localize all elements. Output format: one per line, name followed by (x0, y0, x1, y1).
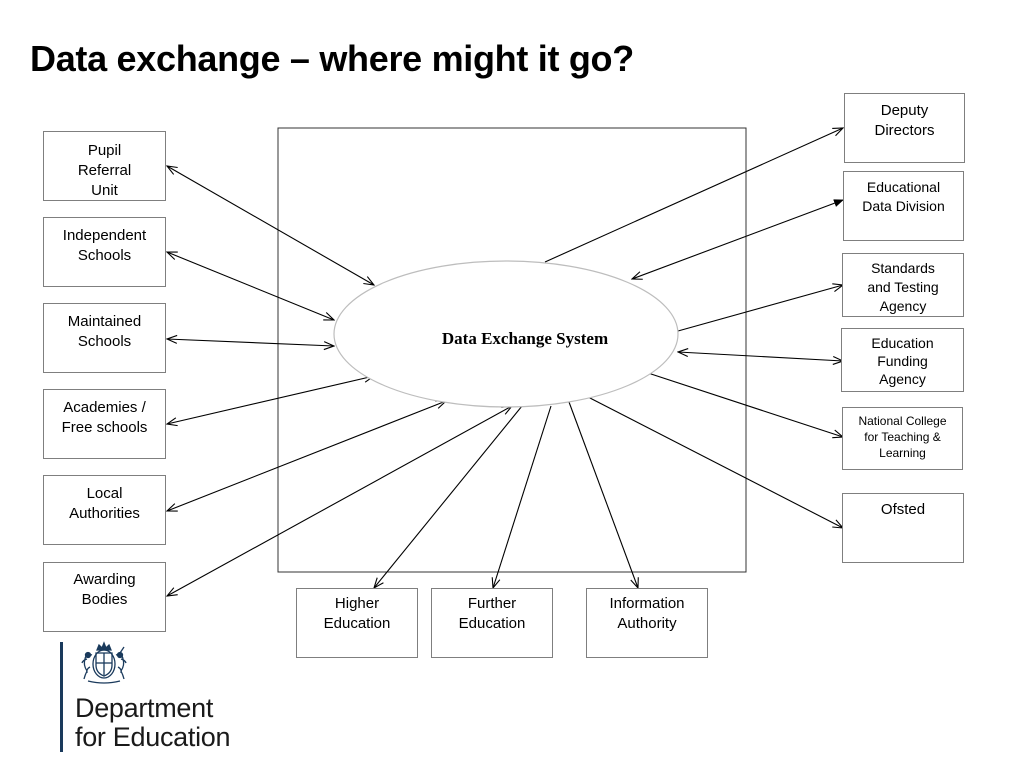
node-label: Agency (879, 371, 926, 387)
node-awarding-bodies: Awarding Bodies (43, 562, 166, 632)
node-educational-data-division: Educational Data Division (843, 171, 964, 241)
node-label: for Teaching & (864, 430, 941, 444)
node-label: Bodies (81, 591, 128, 608)
node-local-authorities: Local Authorities (43, 475, 166, 545)
department-wordmark: Department for Education (75, 693, 231, 752)
node-label: Authorities (69, 505, 140, 522)
node-label: Local (86, 485, 123, 502)
node-label: Education (871, 335, 934, 351)
node-label: Education (458, 615, 526, 632)
node-label: Ofsted (880, 501, 926, 518)
node-label: National College (858, 414, 947, 428)
node-label: Further (467, 595, 517, 612)
node-label: Standards (871, 260, 935, 276)
node-label: Information (609, 595, 685, 612)
node-label: and Testing (867, 279, 939, 295)
node-label: Awarding (73, 571, 136, 588)
node-label: Learning (879, 446, 926, 460)
arrow-standards-testing-agency (677, 285, 843, 332)
node-label: Agency (879, 298, 927, 314)
arrow-local-authorities (167, 401, 446, 511)
node-label: Free schools (61, 419, 148, 436)
arrow-educational-data-division (632, 200, 843, 279)
data-exchange-system-node (333, 260, 679, 408)
node-label: Funding (877, 353, 928, 369)
arrow-further-education (493, 405, 552, 588)
node-label: Academies / (63, 399, 146, 416)
node-label: Directors (874, 122, 935, 139)
arrow-information-authority (568, 401, 638, 588)
node-label: Education (323, 615, 391, 632)
node-higher-education: Higher Education (296, 588, 418, 658)
node-label: Educational (866, 179, 941, 195)
node-academies-free-schools: Academies / Free schools (43, 389, 166, 459)
node-label: Unit (91, 182, 118, 199)
arrow-awarding-bodies (167, 406, 512, 596)
node-standards-testing-agency: Standards and Testing Agency (842, 253, 964, 317)
node-further-education: Further Education (431, 588, 553, 658)
arrow-maintained-schools (167, 339, 334, 346)
arrow-education-funding-agency (678, 352, 843, 361)
node-label: Maintained (67, 313, 142, 330)
node-independent-schools: Independent Schools (43, 217, 166, 287)
arrow-pupil-referral-unit (167, 166, 374, 285)
node-ofsted: Ofsted (842, 493, 964, 563)
slide-title: Data exchange – where might it go? (30, 38, 634, 79)
node-deputy-directors: Deputy Directors (844, 93, 965, 163)
department-name-line-2: for Education (75, 722, 231, 752)
node-label: Authority (617, 615, 677, 632)
arrow-academies-free-schools (167, 376, 374, 424)
arrow-independent-schools (167, 252, 334, 320)
node-education-funding-agency: Education Funding Agency (841, 328, 964, 392)
node-label: Schools (77, 247, 132, 264)
node-label: Higher (334, 595, 380, 612)
logo-divider-bar (60, 642, 63, 752)
royal-coat-of-arms-icon (81, 641, 127, 684)
data-exchange-system-label: Data Exchange System (442, 329, 608, 348)
node-pupil-referral-unit: Pupil Referral Unit (43, 131, 166, 201)
node-label: Referral (77, 162, 132, 179)
node-national-college: National College for Teaching & Learning (842, 407, 963, 470)
node-label: Schools (77, 333, 132, 350)
node-information-authority: Information Authority (586, 588, 708, 658)
node-maintained-schools: Maintained Schools (43, 303, 166, 373)
node-label: Data Division (862, 198, 945, 214)
department-name-line-1: Department (75, 693, 214, 723)
node-label: Pupil (87, 142, 122, 159)
arrow-national-college (647, 372, 843, 437)
arrow-higher-education (374, 405, 523, 588)
node-label: Independent (62, 227, 147, 244)
arrow-deputy-directors (544, 128, 843, 263)
node-label: Deputy (880, 102, 929, 119)
connector-arrows (167, 128, 843, 596)
arrow-ofsted (587, 396, 843, 528)
